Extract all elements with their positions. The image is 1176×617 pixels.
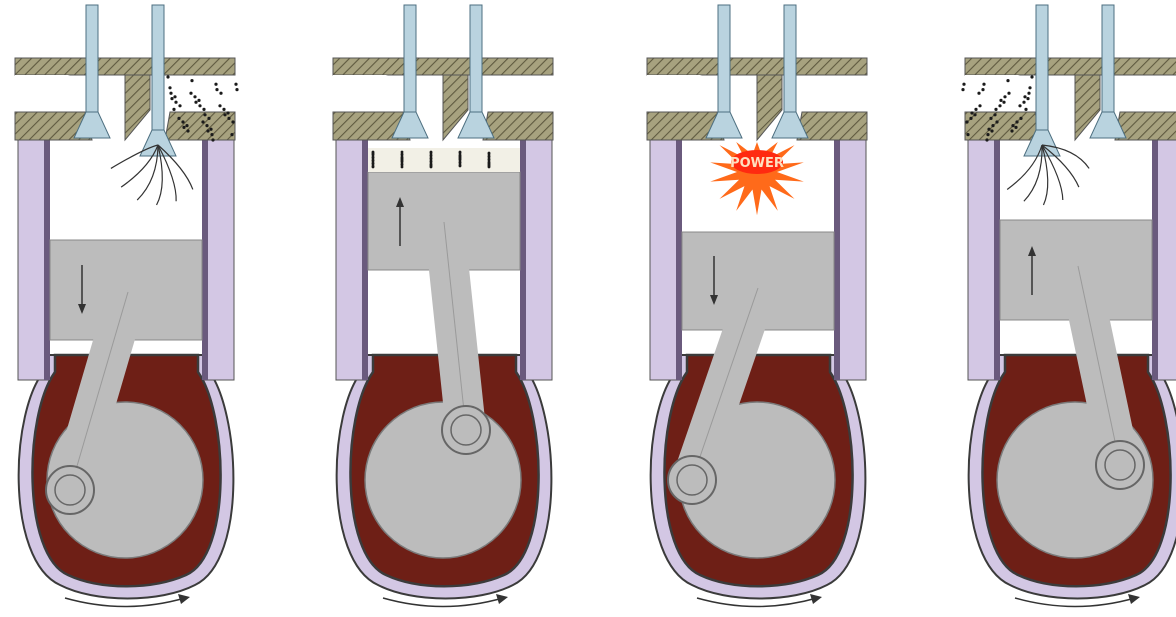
cylinder-liner-right: [1152, 140, 1158, 380]
crank-pin-outer: [668, 456, 716, 504]
cylinder-wall-right: [522, 140, 552, 380]
crank-rotation-arrowhead: [178, 594, 190, 604]
power-label: POWER: [730, 156, 784, 171]
cylinder-head-left: [965, 112, 1042, 140]
cylinder-wall-left: [336, 140, 366, 380]
cylinder-head-top: [647, 58, 867, 75]
intake-valve-stem: [718, 5, 730, 115]
exhaust-valve-stem: [470, 5, 482, 115]
crank-pin-outer: [442, 406, 490, 454]
compressed-mixture: [368, 148, 520, 172]
crank-pin-outer: [46, 466, 94, 514]
intake-valve-stem: [86, 5, 98, 115]
stroke-compression-panel: [318, 0, 568, 617]
cylinder-liner-left: [676, 140, 682, 380]
cylinder-head-top: [333, 58, 553, 75]
cylinder-wall-left: [650, 140, 680, 380]
intake-port: [647, 75, 702, 112]
cylinder-head-center: [125, 75, 150, 140]
cylinder-liner-right: [834, 140, 840, 380]
cylinder-wall-right: [204, 140, 234, 380]
cylinder-head-top: [965, 58, 1176, 75]
cylinder-liner-left: [44, 140, 50, 380]
cylinder-liner-left: [362, 140, 368, 380]
cylinder-liner-left: [994, 140, 1000, 380]
stroke-exhaust-panel: [950, 0, 1176, 617]
exhaust-valve-stem: [152, 5, 164, 133]
combustion-chamber: [1000, 140, 1152, 220]
cylinder-wall-left: [18, 140, 48, 380]
exhaust-valve-stem: [784, 5, 796, 115]
combustion-chamber: [50, 140, 202, 240]
cylinder-wall-left: [968, 140, 998, 380]
cylinder-wall-right: [836, 140, 866, 380]
stroke-power-panel: POWER: [632, 0, 882, 617]
cylinder-liner-right: [202, 140, 208, 380]
exhaust-valve-stem: [1102, 5, 1114, 115]
crank-rotation-arrowhead: [496, 594, 508, 604]
intake-port: [15, 75, 70, 112]
stroke-intake-panel: [0, 0, 250, 617]
crank-rotation-arrowhead: [1128, 594, 1140, 604]
crank-pin-outer: [1096, 441, 1144, 489]
intake-port: [333, 75, 388, 112]
crank-rotation-arrowhead: [810, 594, 822, 604]
intake-valve-stem: [404, 5, 416, 115]
cylinder-liner-right: [520, 140, 526, 380]
intake-valve-stem: [1036, 5, 1048, 133]
cylinder-head-top: [15, 58, 235, 75]
intake-port: [965, 75, 1020, 112]
